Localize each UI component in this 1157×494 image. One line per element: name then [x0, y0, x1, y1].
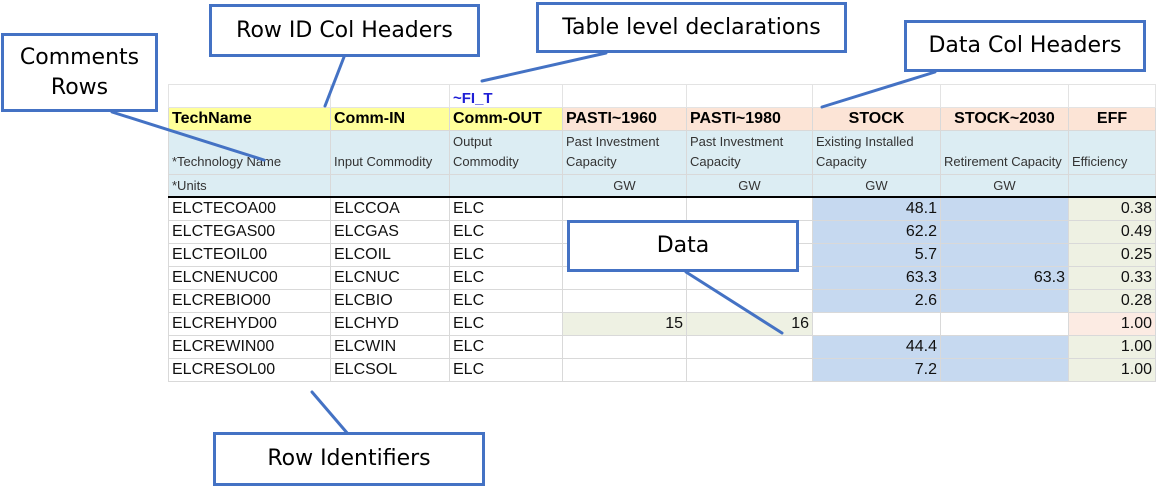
cell-stock-2030 [940, 358, 1069, 382]
cell-comm-out: ELC [449, 289, 563, 313]
comment-row: *Technology Name Input Commodity Output … [168, 130, 1156, 175]
cell-stock-2030 [940, 196, 1069, 221]
cell-comm-out: ELC [449, 196, 563, 221]
data-col-headers-label: Data Col Headers [928, 33, 1122, 58]
row-id-col-headers-label: Row ID Col Headers [236, 17, 453, 43]
table-level-declarations-label: Table level declarations [562, 14, 821, 40]
cell-eff: 1.00 [1068, 335, 1156, 359]
units-pasti-1960: GW [562, 174, 687, 198]
units-pasti-1980: GW [686, 174, 813, 198]
header-comm-out: Comm-OUT [449, 107, 563, 131]
row-identifiers-callout: Row Identifiers [213, 432, 485, 486]
table-level-declarations-callout: Table level declarations [536, 2, 847, 53]
header-eff: EFF [1068, 107, 1156, 131]
row-id-col-headers-callout: Row ID Col Headers [209, 4, 480, 57]
cell-pasti-1980: 16 [686, 312, 813, 336]
data-col-headers-callout: Data Col Headers [904, 20, 1146, 72]
cell-stock-2030 [940, 312, 1069, 336]
header-comm-in: Comm-IN [330, 107, 450, 131]
units-label: *Units [168, 174, 331, 198]
header-pasti-1960: PASTI~1960 [562, 107, 687, 131]
cell-eff: 0.33 [1068, 266, 1156, 290]
cell-stock: 7.2 [812, 358, 941, 382]
cell-comm-out: ELC [449, 335, 563, 359]
cell-stock: 5.7 [812, 243, 941, 267]
cell-stock-2030 [940, 335, 1069, 359]
cell-stock: 62.2 [812, 220, 941, 244]
cell-techname: ELCREWIN00 [168, 335, 331, 359]
cell-techname: ELCTECOA00 [168, 196, 331, 221]
cell-comm-in: ELCSOL [330, 358, 450, 382]
cell-comm-out: ELC [449, 358, 563, 382]
data-callout: Data [567, 220, 799, 272]
row-identifiers-arrow [310, 390, 350, 436]
comment-pasti-1980: Past Investment Capacity [686, 130, 813, 175]
table-level-declarations-arrow [480, 51, 608, 83]
cell-eff: 0.25 [1068, 243, 1156, 267]
comments-rows-callout: Comments Rows [1, 33, 158, 112]
header-stock-2030: STOCK~2030 [940, 107, 1069, 131]
cell-stock-2030 [940, 289, 1069, 313]
data-label: Data [656, 233, 710, 258]
header-pasti-1980: PASTI~1980 [686, 107, 813, 131]
cell-techname: ELCRESOL00 [168, 358, 331, 382]
row-id-col-headers-arrow [323, 55, 346, 108]
comments-rows-label: Comments Rows [19, 44, 140, 100]
cell-pasti-1980 [686, 358, 813, 382]
data-table: ~FI_T TechName Comm-IN Comm-OUT PASTI~19… [168, 84, 1156, 382]
cell-eff: 0.38 [1068, 196, 1156, 221]
cell-comm-out: ELC [449, 220, 563, 244]
cell-comm-in: ELCCOA [330, 196, 450, 221]
cell-comm-in: ELCNUC [330, 266, 450, 290]
cell-pasti-1960: 15 [562, 312, 687, 336]
comment-pasti-1960: Past Investment Capacity [562, 130, 687, 175]
cell-pasti-1980 [686, 196, 813, 221]
comments-rows-arrow [110, 110, 266, 162]
row-identifiers-label: Row Identifiers [267, 446, 431, 471]
data-col-headers-arrow [820, 70, 937, 109]
header-stock: STOCK [812, 107, 941, 131]
cell-pasti-1960 [562, 358, 687, 382]
data-arrow [684, 270, 784, 335]
cell-eff: 1.00 [1068, 312, 1156, 336]
comment-eff: Efficiency [1068, 130, 1156, 175]
comment-stock-2030: Retirement Capacity [940, 130, 1069, 175]
comment-stock: Existing Installed Capacity [812, 130, 941, 175]
cell-techname: ELCTEGAS00 [168, 220, 331, 244]
units-stock: GW [812, 174, 941, 198]
cell-comm-out: ELC [449, 266, 563, 290]
units-row: *Units GW GW GW GW [168, 174, 1156, 198]
cell-comm-in: ELCOIL [330, 243, 450, 267]
cell-eff: 1.00 [1068, 358, 1156, 382]
table-declaration: ~FI_T [449, 84, 563, 108]
comment-comm-in: Input Commodity [330, 130, 450, 175]
cell-techname: ELCREBIO00 [168, 289, 331, 313]
